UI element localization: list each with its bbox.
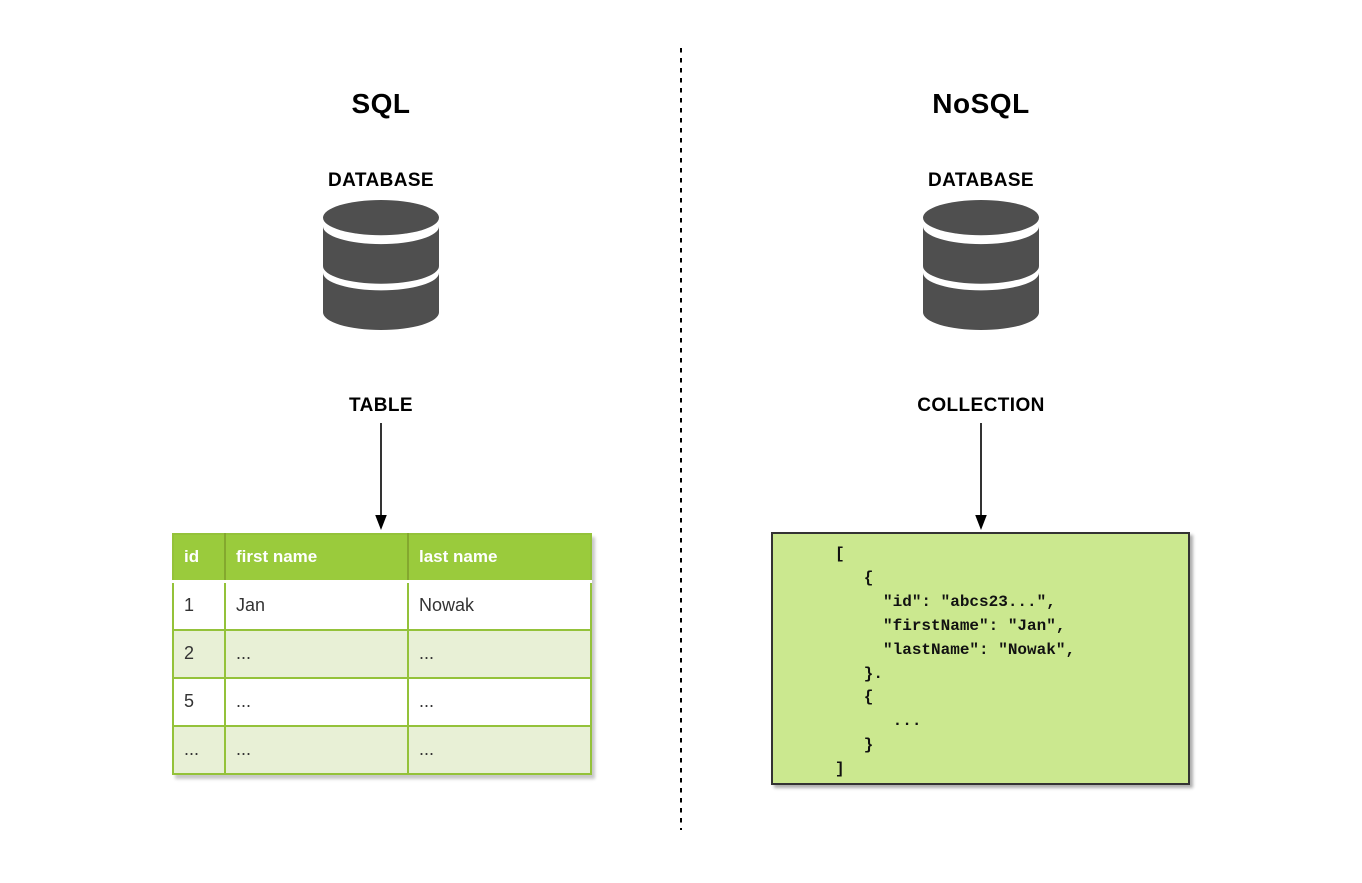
table-label: TABLE <box>349 395 413 416</box>
table-cell: ... <box>224 725 409 775</box>
code-line: { <box>835 568 874 587</box>
table-cell: ... <box>224 677 409 727</box>
table-header-cell: last name <box>407 534 591 583</box>
table-cell: ... <box>224 629 409 679</box>
collection-label: COLLECTION <box>917 395 1045 416</box>
table-row: 1 Jan Nowak <box>172 580 592 631</box>
code-line: ... <box>835 712 922 731</box>
code-line: [ <box>835 545 845 563</box>
table-cell: ... <box>407 629 592 679</box>
divider-dashed-line <box>680 48 682 830</box>
table-header-cell: id <box>173 534 225 583</box>
table-header-cell: first name <box>224 534 408 583</box>
code-line: }. <box>835 664 884 683</box>
arrow-down-icon <box>975 423 987 530</box>
table-header-row: id first name last name <box>173 534 591 583</box>
table-cell: ... <box>407 677 592 727</box>
table-cell: 2 <box>172 629 226 679</box>
nosql-database-label: DATABASE <box>928 170 1034 191</box>
code-line: } <box>835 736 874 755</box>
sql-title: SQL <box>351 88 411 119</box>
table-row: 2 ... ... <box>172 629 592 679</box>
code-line: { <box>835 688 874 707</box>
table-cell: Nowak <box>407 580 592 631</box>
table-cell: ... <box>407 725 592 775</box>
table-row: ... ... ... <box>172 725 592 775</box>
table-cell: ... <box>172 725 226 775</box>
sql-table: id first name last name 1 Jan Nowak 2 ..… <box>172 533 592 775</box>
table-cell: Jan <box>224 580 409 631</box>
sql-database-label: DATABASE <box>328 170 434 191</box>
nosql-title: NoSQL <box>932 88 1030 119</box>
table-cell: 5 <box>172 677 226 727</box>
code-line: "lastName": "Nowak", <box>835 640 1076 659</box>
table-cell: 1 <box>172 580 226 631</box>
code-line: ] <box>835 760 845 779</box>
database-icon <box>323 200 439 330</box>
code-line: "id": "abcs23...", <box>835 592 1056 611</box>
table-row: 5 ... ... <box>172 677 592 727</box>
collection-box: [ { "id": "abcs23...", "firstName": "Jan… <box>771 532 1190 785</box>
database-icon <box>923 200 1039 330</box>
arrow-down-icon <box>375 423 387 530</box>
code-line: "firstName": "Jan", <box>835 616 1066 635</box>
